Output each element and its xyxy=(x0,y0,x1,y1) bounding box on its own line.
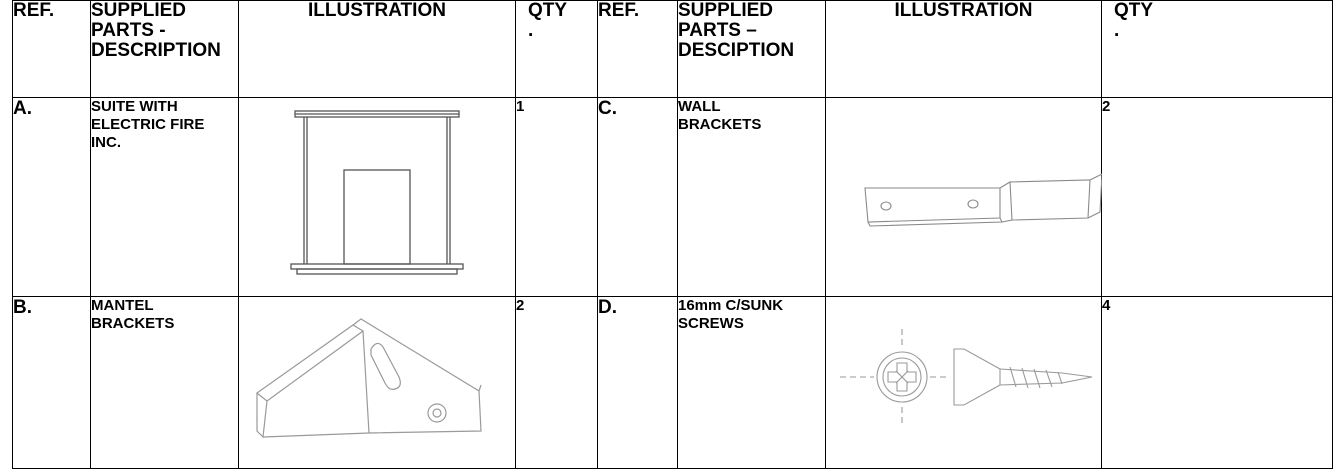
part-a-description: SUITE WITH ELECTRIC FIRE INC. xyxy=(90,97,239,297)
header-qty: QTY . xyxy=(515,0,598,99)
part-c-qty: 2 xyxy=(1101,97,1333,297)
table-row: A. SUITE WITH ELECTRIC FIRE INC. 1 C. WA… xyxy=(12,97,1333,297)
part-b-qty: 2 xyxy=(515,295,598,469)
part-b-description: MANTEL BRACKETS xyxy=(90,295,239,469)
part-a-qty: 1 xyxy=(515,97,598,297)
wall-bracket-icon xyxy=(864,173,1102,227)
part-a-ref: A. xyxy=(12,97,91,297)
part-a-illustration xyxy=(238,97,516,297)
part-d-qty: 4 xyxy=(1101,295,1333,469)
mantel-bracket-icon xyxy=(256,317,482,438)
part-b-ref: B. xyxy=(12,295,91,469)
header-illustration: ILLUSTRATION xyxy=(238,0,516,99)
part-b-illustration xyxy=(238,295,516,469)
header-qty-right: QTY . xyxy=(1101,0,1333,99)
table-row: B. MANTEL BRACKETS 2 D. 16mm C/SUNK SCRE… xyxy=(12,295,1333,469)
header-row: REF. SUPPLIED PARTS - DESCRIPTION ILLUST… xyxy=(12,0,1333,99)
header-description-right: SUPPLIED PARTS – DESCIPTION xyxy=(677,0,826,99)
part-d-ref: D. xyxy=(597,295,678,469)
part-d-illustration xyxy=(825,295,1102,469)
screw-icon xyxy=(840,328,1093,427)
part-c-ref: C. xyxy=(597,97,678,297)
header-description: SUPPLIED PARTS - DESCRIPTION xyxy=(90,0,239,99)
header-ref: REF. xyxy=(12,0,91,99)
part-c-description: WALL BRACKETS xyxy=(677,97,826,297)
header-ref-right: REF. xyxy=(597,0,678,99)
header-illustration-right: ILLUSTRATION xyxy=(825,0,1102,99)
part-c-illustration xyxy=(825,97,1102,297)
fire-suite-icon xyxy=(290,110,464,275)
supplied-parts-table: REF. SUPPLIED PARTS - DESCRIPTION ILLUST… xyxy=(12,0,1333,469)
part-d-description: 16mm C/SUNK SCREWS xyxy=(677,295,826,469)
